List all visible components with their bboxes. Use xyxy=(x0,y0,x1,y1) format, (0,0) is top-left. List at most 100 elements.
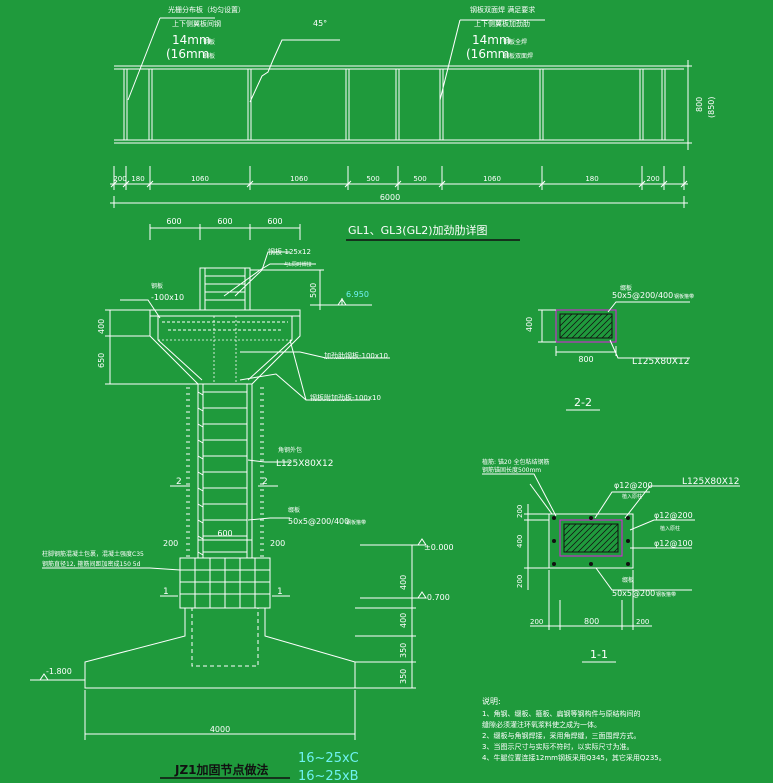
sec22-label2-sub: 钢板箍带 xyxy=(674,293,694,300)
sec11-r1-sub: 植入原柱 xyxy=(622,493,642,500)
column-top-dim-3: 600 xyxy=(267,217,282,226)
label-batten: 缀板 xyxy=(288,506,300,514)
column-left-dim-2: 650 xyxy=(97,353,106,368)
dim-500: 500 xyxy=(309,283,318,298)
label-plate-100x10: -100x10 xyxy=(151,293,184,302)
beam-dim-tick-mark xyxy=(122,180,130,188)
beam-note-right-leader xyxy=(439,19,461,101)
sec11-r2-sub: 植入原柱 xyxy=(660,525,680,532)
sec11-outline xyxy=(548,513,634,569)
sec11-title: 1-1 xyxy=(590,648,608,661)
sec11-r2: φ12@200 xyxy=(654,511,693,520)
hatch-line xyxy=(563,523,571,531)
section-1-1 xyxy=(482,473,740,663)
elevation-markers xyxy=(39,298,427,681)
sec11-angle: L125X80X12 xyxy=(682,477,739,487)
beam-note-left-4: (16mm xyxy=(166,47,209,61)
beam-angle-leader xyxy=(249,39,300,103)
hatch-line xyxy=(571,523,601,553)
hatch-line xyxy=(607,541,619,553)
beam-dim-tick-mark xyxy=(246,180,254,188)
stirrup-tie xyxy=(197,503,204,508)
pedestal-hidden xyxy=(191,607,259,667)
stirrup-tie xyxy=(197,551,204,556)
beam-height-dim-alt: (850) xyxy=(707,96,716,118)
section-mark-2-right: 2 xyxy=(262,477,268,487)
sec11-bottom-dim-2: 800 xyxy=(584,617,599,626)
stirrup-tie xyxy=(197,391,204,396)
sec11-rebar-dots xyxy=(552,516,630,566)
sec11-texts: 植筋: 锚20 全包粘结钢筋 钢筋锚固长度500mm φ12@200 植入原柱 … xyxy=(482,458,739,661)
column-left-dim-1: 400 xyxy=(97,319,106,334)
stirrup-tie xyxy=(197,471,204,476)
beam-dim-tick-mark xyxy=(538,180,546,188)
hatch-line xyxy=(563,523,583,543)
beam-angle-label: 45° xyxy=(313,19,327,28)
right-dim-4: 350 xyxy=(399,669,408,684)
sec11-hatch xyxy=(563,523,619,553)
beam-dim-tick-mark xyxy=(110,180,118,188)
rebar-dot xyxy=(626,516,630,520)
beam-dim-label: 200 xyxy=(646,175,659,183)
stirrup-tie xyxy=(197,535,204,540)
side-200-left: 200 xyxy=(163,539,178,548)
leader-batten xyxy=(247,517,290,521)
label-angle-size: L125X80X12 xyxy=(276,459,333,469)
column-elevation xyxy=(30,224,420,740)
beam-note-right-3: 14mm xyxy=(472,33,511,47)
sec11-note-1: 植筋: 锚20 全包粘结钢筋 xyxy=(482,458,549,466)
beam-dim-tick-mark xyxy=(344,180,352,188)
beam-note-left-3: 14mm xyxy=(172,33,211,47)
column-stirrups xyxy=(186,275,264,557)
base-width: 4000 xyxy=(210,725,230,734)
hatch-line xyxy=(563,523,589,549)
right-dim-1: 400 xyxy=(399,575,408,590)
right-dim-2: 400 xyxy=(399,613,408,628)
sec11-core xyxy=(563,523,619,553)
hatch-line xyxy=(559,313,567,321)
main-title-block: JZ1加固节点做法 16~25xC 16~25xB xyxy=(160,751,359,783)
label-stiff-2: 钢板附加劲板-100x10 xyxy=(310,393,381,402)
base-note-2: 钢筋直径12, 箍筋间距加密成150 5d xyxy=(42,560,141,568)
beam-note-right-4b: 钢板双面焊 xyxy=(503,52,533,60)
beam-note-right-3b: 钢板全焊 xyxy=(503,38,527,46)
beam-note-left-3b: 钢板 xyxy=(203,38,215,46)
sec11-bottom-dim-1: 200 xyxy=(530,618,543,626)
hatch-line xyxy=(571,313,597,339)
main-title: JZ1加固节点做法 xyxy=(174,762,269,777)
hatch-line xyxy=(565,313,591,339)
hatch-line xyxy=(589,523,619,553)
beam-height-dim: 800 xyxy=(695,97,704,112)
label-batten-size: 50x5@200/400 xyxy=(288,517,349,526)
rebar-dot xyxy=(552,539,556,543)
label-angle: 角钢外包 xyxy=(278,446,302,454)
sec11-r3: φ12@100 xyxy=(654,539,693,548)
width-600: 600 xyxy=(217,529,232,538)
hatch-line xyxy=(583,523,613,553)
rebar-dot xyxy=(552,562,556,566)
label-elev-6950: 6.950 xyxy=(346,290,369,299)
sec11-note-2: 钢筋锚固长度500mm xyxy=(482,466,541,474)
stirrup-tie xyxy=(197,455,204,460)
beam-dim-label: 1060 xyxy=(191,175,209,183)
hatch-line xyxy=(583,313,609,339)
sec22-title: 2-2 xyxy=(574,396,592,409)
hatch-line xyxy=(595,529,619,553)
hatch-line xyxy=(601,535,619,553)
beam-dim-tick-mark xyxy=(146,180,154,188)
base-note-1: 柱脚钢筋混凝土包裹，混凝土强度C35 xyxy=(42,550,144,558)
sec11-batten: 缀板 xyxy=(622,576,634,584)
elev-700: -0.700 xyxy=(424,593,450,602)
sec11-batten-size: 50x5@200 xyxy=(612,589,655,598)
hatch-line xyxy=(607,333,613,339)
beam-dim-label: 500 xyxy=(413,175,426,183)
column-texts: 600 600 600 钢板-125x12 与L同时焊接 钢板 -100x10 … xyxy=(42,217,454,734)
rebar-dot xyxy=(626,539,630,543)
label-plate-125-sub: 与L同时焊接 xyxy=(284,261,312,268)
beam-dim-ticks xyxy=(110,166,688,208)
label-plate-125: 钢板-125x12 xyxy=(268,247,311,256)
leader-stiff-2 xyxy=(239,373,370,401)
